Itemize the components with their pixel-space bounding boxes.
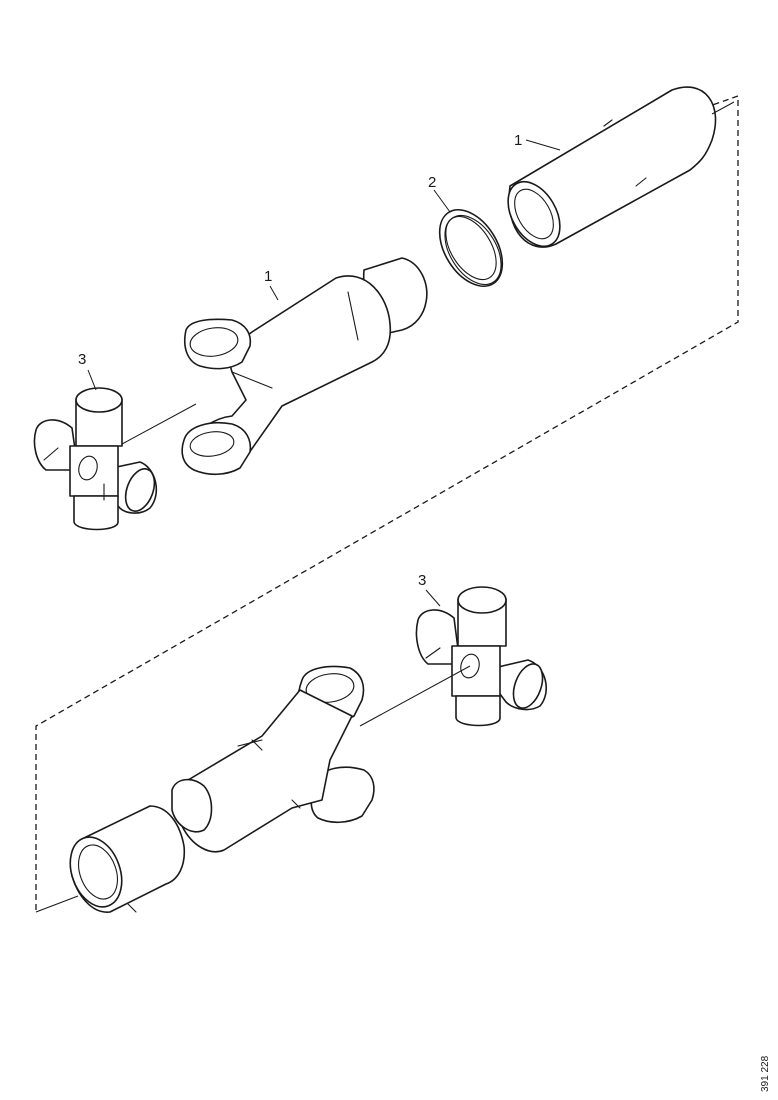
callout-label-cross-upper: 3 bbox=[78, 351, 86, 368]
universal-joint-cross-lower bbox=[359, 586, 548, 727]
callout-tube-top: 1 bbox=[514, 132, 561, 151]
universal-joint-cross-upper bbox=[33, 387, 197, 531]
callout-label-yoke: 1 bbox=[264, 268, 272, 285]
slip-yoke-upper bbox=[181, 257, 428, 476]
callout-label-tube: 1 bbox=[514, 132, 522, 149]
phantom-outline bbox=[35, 95, 739, 913]
retaining-ring bbox=[438, 209, 504, 287]
callout-label-ring: 2 bbox=[428, 174, 436, 191]
drawing-reference-number: 391 228 bbox=[760, 1055, 771, 1092]
yoke-lower bbox=[171, 665, 375, 853]
callout-label-cross-lower: 3 bbox=[418, 572, 426, 589]
tube-upper bbox=[507, 86, 735, 248]
callout-cross-top: 3 bbox=[78, 351, 97, 391]
tube-end-lower bbox=[69, 805, 186, 913]
callout-ring: 2 bbox=[428, 174, 451, 213]
callout-yoke-top: 1 bbox=[264, 268, 279, 301]
callout-cross-bottom: 3 bbox=[418, 572, 441, 607]
